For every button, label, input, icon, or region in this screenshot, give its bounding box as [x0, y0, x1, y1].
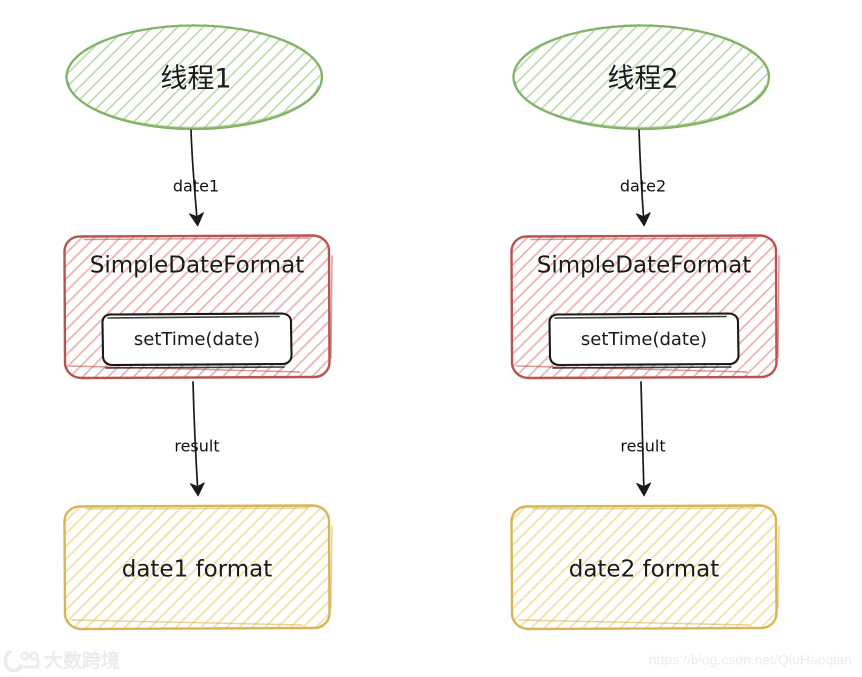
- output-box-fill: [64, 505, 330, 629]
- processor-box-stroke: [63, 234, 331, 380]
- output-box-sketch-stroke: [518, 507, 780, 626]
- processor-node-left[interactable]: SimpleDateFormat setTime(date): [63, 234, 333, 380]
- processor-box-sketch-stroke: [516, 237, 780, 373]
- edge-processor-to-output-right: result: [620, 381, 666, 497]
- settime-box-fill: [104, 314, 290, 364]
- edge-line: [636, 381, 652, 497]
- edge-thread-to-processor-left: date1: [173, 129, 219, 227]
- processor-node-right[interactable]: SimpleDateFormat setTime(date): [510, 234, 780, 380]
- edge-label-date1: date1: [173, 177, 219, 196]
- processor-label-left: SimpleDateFormat: [90, 253, 305, 279]
- edge-processor-to-output-left: result: [174, 381, 220, 497]
- processor-box-stroke: [510, 234, 778, 380]
- thread-ellipse-fill: [513, 24, 769, 130]
- output-label-left: date1 format: [122, 557, 273, 583]
- thread-label-left: 线程1: [160, 64, 231, 95]
- output-box-stroke: [63, 504, 331, 631]
- output-node-right[interactable]: date2 format: [510, 504, 780, 631]
- edge-line: [635, 129, 651, 227]
- watermark-right-text: https://blog.csdn.net/QiuHaoqian: [649, 652, 852, 668]
- thread-ellipse-sketch-stroke: [67, 81, 319, 129]
- edge-label-date2: date2: [620, 177, 666, 196]
- output-box-fill: [511, 505, 777, 629]
- edge-line: [189, 129, 204, 227]
- thread-node-right[interactable]: 线程2: [512, 24, 771, 131]
- output-node-left[interactable]: date1 format: [63, 504, 333, 631]
- thread-ellipse-stroke: [65, 24, 324, 131]
- settime-label-right: setTime(date): [581, 329, 707, 350]
- output-box-stroke: [510, 504, 778, 631]
- settime-node-left[interactable]: setTime(date): [101, 312, 293, 369]
- column-right: 线程2 date2 SimpleDateFormat setTime(date): [510, 24, 780, 631]
- settime-box-sketch-stroke: [552, 315, 732, 369]
- thread-node-left[interactable]: 线程1: [65, 24, 324, 131]
- watermark-left-text: 大数跨境: [44, 649, 120, 672]
- edge-label-result-left: result: [174, 437, 219, 456]
- settime-box-sketch-stroke: [105, 315, 285, 369]
- processor-box-sketch-stroke: [69, 237, 333, 373]
- edge-label-result-right: result: [620, 437, 665, 456]
- output-label-right: date2 format: [569, 557, 720, 583]
- settime-box-fill: [551, 314, 737, 364]
- thread-label-right: 线程2: [607, 64, 678, 95]
- edge-thread-to-processor-right: date2: [620, 129, 666, 227]
- settime-box-stroke: [548, 312, 740, 367]
- edge-line: [189, 381, 205, 497]
- thread-ellipse-sketch-stroke: [514, 81, 766, 129]
- thread-ellipse-fill: [66, 24, 322, 130]
- settime-box-stroke: [101, 312, 293, 367]
- watermark-bottom-left: 大数跨境: [3, 649, 120, 673]
- output-box-sketch-stroke: [71, 507, 333, 626]
- column-left: 线程1 date1 SimpleDateFormat setTime(date): [63, 24, 333, 631]
- dashuwang-logo-icon: [3, 650, 40, 673]
- processor-label-right: SimpleDateFormat: [537, 253, 752, 279]
- thread-ellipse-stroke: [512, 24, 771, 131]
- settime-node-right[interactable]: setTime(date): [548, 312, 740, 369]
- settime-label-left: setTime(date): [134, 329, 260, 350]
